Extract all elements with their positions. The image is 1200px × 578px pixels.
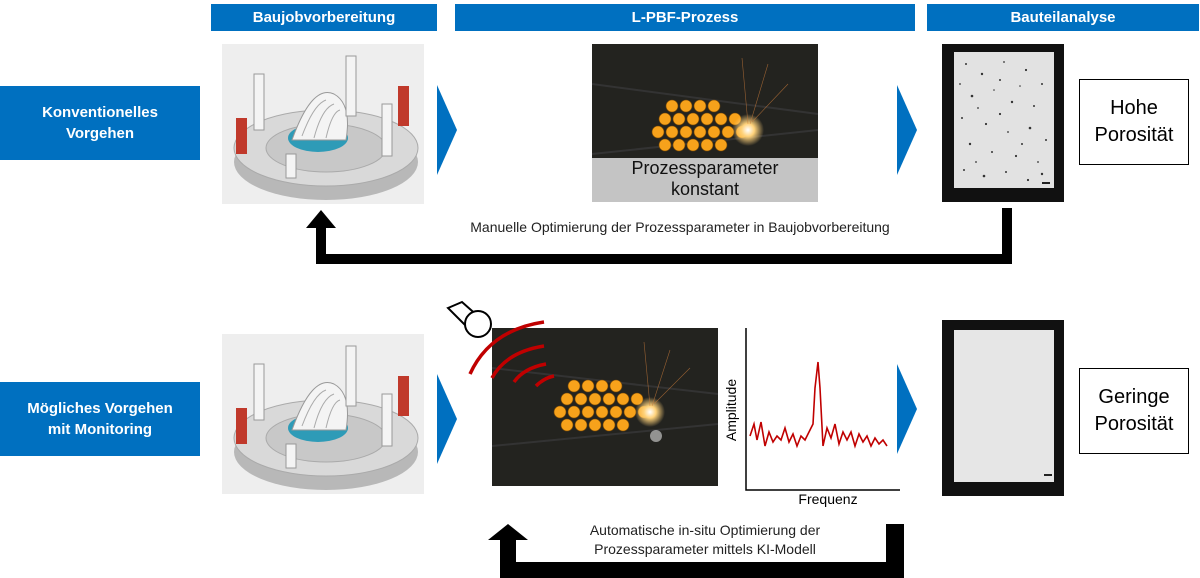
overlay-line: konstant — [670, 179, 740, 199]
row-label-monitoring: Mögliches Vorgehen mit Monitoring — [0, 382, 200, 456]
spectrum-signal-line — [749, 361, 888, 449]
result-line: Geringe — [1098, 386, 1170, 408]
row-label-line: Konventionelles — [42, 104, 158, 121]
row-label-line: Mögliches Vorgehen — [27, 400, 173, 417]
feedback-line: Prozessparameter mittels KI-Modell — [594, 541, 816, 557]
flow-chevron-icon — [897, 364, 917, 454]
feedback-arrow-conventional — [306, 208, 1012, 264]
result-line: Porosität — [1094, 124, 1174, 146]
feedback-text-monitoring: Automatische in-situ Optimierung der Pro… — [540, 521, 870, 559]
header-baujobvorbereitung: Baujobvorbereitung — [211, 4, 437, 31]
header-bauteilanalyse: Bauteilanalyse — [927, 4, 1199, 31]
build-plate-illustration-2 — [222, 334, 424, 494]
feedback-arrow-monitoring — [488, 524, 904, 578]
process-photo-monitoring — [492, 328, 718, 486]
feedback-line: Automatische in-situ Optimierung der — [589, 522, 821, 538]
acoustic-sensor-icon — [446, 300, 555, 388]
header-lpbf-prozess: L-PBF-Prozess — [455, 4, 915, 31]
melt-pattern — [492, 328, 718, 486]
micrograph-high-porosity — [942, 44, 1064, 202]
spectrum-ylabel: Amplitude — [723, 378, 739, 442]
parameter-overlay: Prozessparameter konstant — [592, 158, 818, 202]
frequency-spectrum-plot — [745, 328, 900, 491]
row-label-line: mit Monitoring — [47, 421, 153, 438]
micrograph-low-porosity — [942, 320, 1064, 496]
build-plate-illustration-1 — [222, 44, 424, 204]
row-label-line: Vorgehen — [65, 125, 135, 142]
flow-chevron-icon — [437, 85, 457, 175]
flow-chevron-icon — [897, 85, 917, 175]
result-line: Porosität — [1094, 413, 1174, 435]
feedback-text-conventional: Manuelle Optimierung der Prozessparamete… — [470, 219, 890, 235]
dense-sample-image — [954, 330, 1054, 482]
overlay-line: Prozessparameter — [631, 158, 779, 178]
process-photo-conventional: Prozessparameter konstant — [592, 44, 818, 202]
flow-chevron-icon — [437, 374, 457, 464]
spectrum-xlabel: Frequenz — [798, 491, 858, 507]
porous-sample-image — [954, 52, 1054, 188]
result-line: Hohe — [1110, 97, 1158, 119]
